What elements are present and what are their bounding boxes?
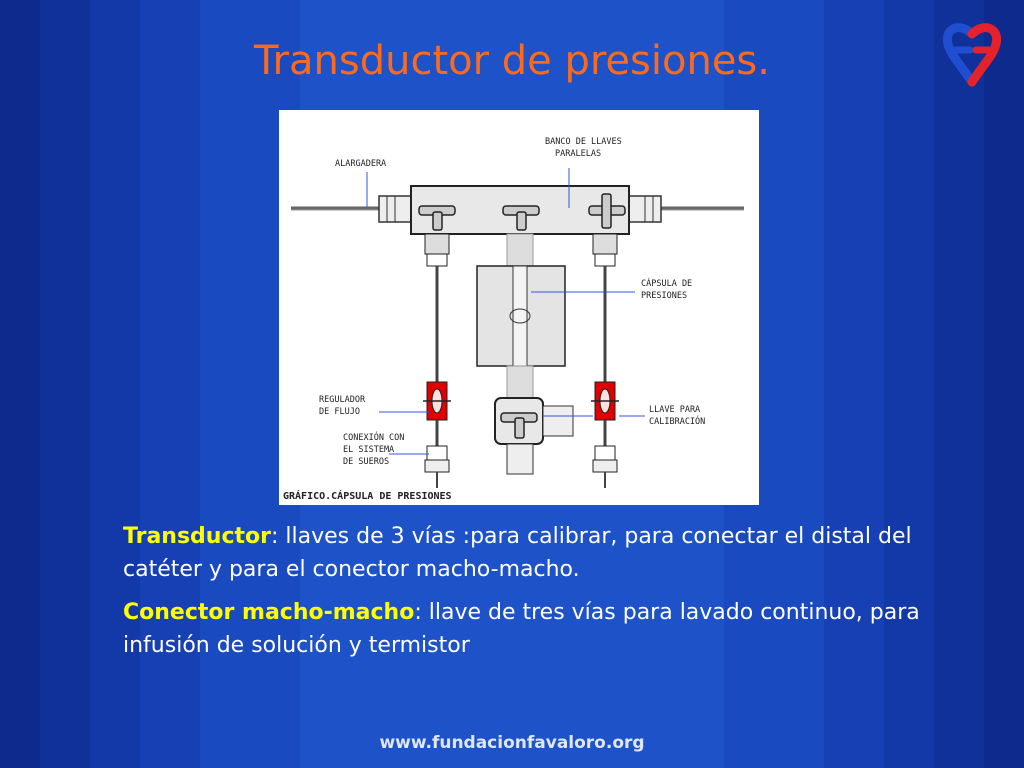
label-conexion-line2: EL SISTEMA (343, 445, 394, 455)
label-capsula-line2: PRESIONES (641, 291, 687, 301)
label-banco-line2: PARALELAS (555, 149, 601, 159)
desc-conector: : llave de tres vías para lavado continu… (123, 600, 920, 658)
label-llave-line1: LLAVE PARA (649, 405, 700, 415)
label-alargadera: ALARGADERA (335, 159, 386, 169)
body-text: Transductor: llaves de 3 vías :para cali… (123, 520, 983, 672)
label-regulador-line2: DE FLUJO (319, 407, 360, 417)
label-conexion-line1: CONEXIÓN CON (343, 431, 404, 443)
footer-url: www.fundacionfavaloro.org (379, 733, 645, 753)
desc-transductor: : llaves de 3 vías :para calibrar, para … (123, 524, 912, 582)
term-transductor: Transductor (123, 524, 271, 549)
heart-logo-icon (940, 20, 1004, 90)
pressure-capsule-diagram: ALARGADERA BANCO DE LLAVES PARALELAS CÁP… (279, 110, 759, 505)
slide-title: Transductor de presiones. (254, 38, 770, 84)
paragraph-conector: Conector macho-macho: llave de tres vías… (123, 596, 983, 662)
label-llave-line2: CALIBRACIÓN (649, 415, 705, 427)
diagram-caption: GRÁFICO.CÁPSULA DE PRESIONES (283, 489, 452, 502)
term-conector: Conector macho-macho (123, 600, 415, 625)
label-capsula-line1: CÁPSULA DE (641, 277, 692, 289)
paragraph-transductor: Transductor: llaves de 3 vías :para cali… (123, 520, 983, 586)
label-banco-line1: BANCO DE LLAVES (545, 137, 622, 147)
label-conexion-line3: DE SUEROS (343, 457, 389, 467)
label-regulador-line1: REGULADOR (319, 395, 366, 405)
